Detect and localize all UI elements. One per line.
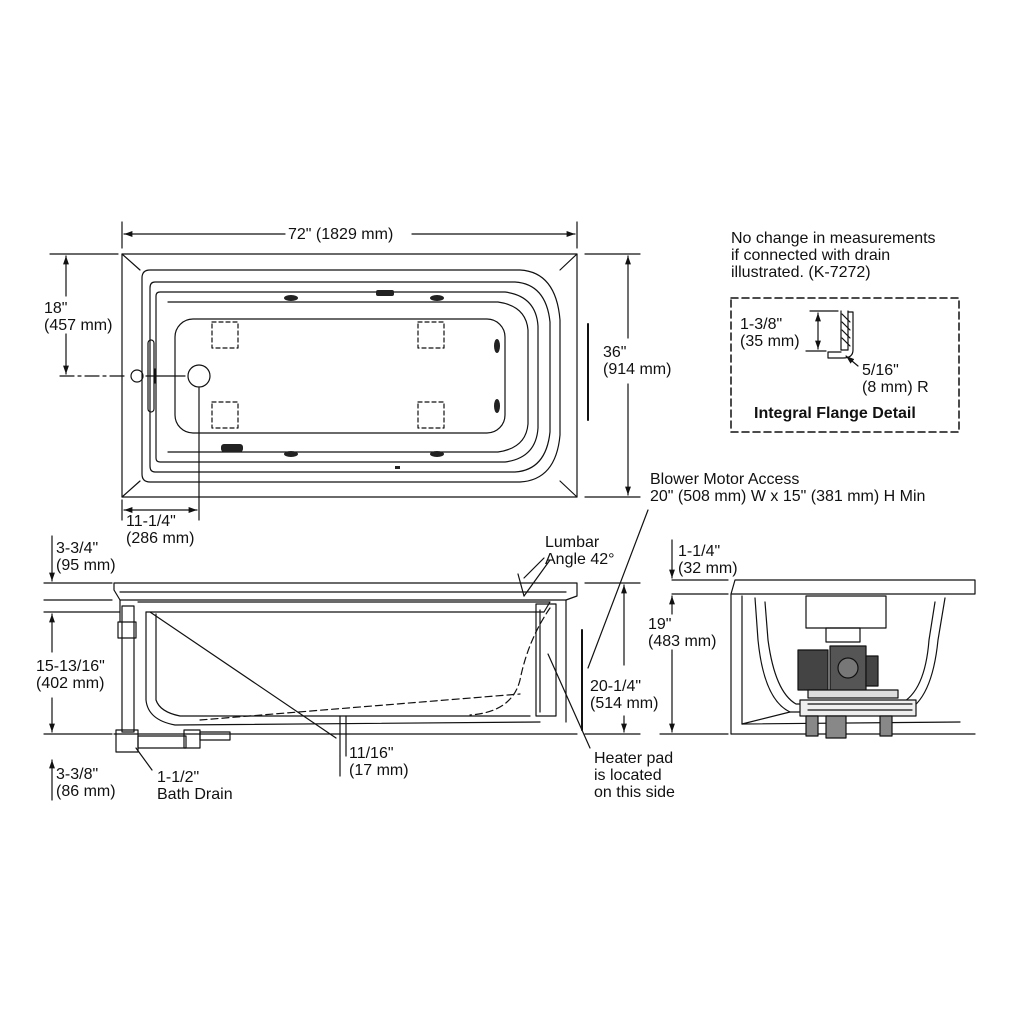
rim-height-mm: (95 mm) xyxy=(56,557,116,574)
bath-drain-title: Bath Drain xyxy=(157,786,233,803)
flange-height-mm: (35 mm) xyxy=(740,333,800,350)
floor-gap-mm: (17 mm) xyxy=(349,762,409,779)
heater-pad-label: Heater pad is located on this side xyxy=(594,750,675,801)
bath-drain-label: 1-1/2" Bath Drain xyxy=(157,769,233,803)
bath-drain-size: 1-1/2" xyxy=(157,769,200,786)
bottom-dimension-label: 3-3/8" (86 mm) xyxy=(56,766,116,800)
end-height-dimension-label: 19" (483 mm) xyxy=(648,616,716,650)
rim-height-inches: 3-3/4" xyxy=(56,540,99,557)
plan-view xyxy=(49,221,641,521)
drain-offset-inches: 11-1/4" xyxy=(126,513,176,530)
blower-motor-access-label: Blower Motor Access 20" (508 mm) W x 15"… xyxy=(650,471,925,505)
end-rim-mm: (32 mm) xyxy=(678,560,738,577)
floor-gap-inches: 11/16" xyxy=(349,745,394,762)
apron-height-mm: (514 mm) xyxy=(590,695,659,712)
flange-detail-title: Integral Flange Detail xyxy=(754,405,916,422)
flange-height-label: 1-3/8" (35 mm) xyxy=(740,316,800,350)
flange-radius-inches: 5/16" xyxy=(862,362,899,379)
note-line-2: if connected with drain xyxy=(731,247,891,264)
heater-pad-line-3: on this side xyxy=(594,784,675,801)
end-rim-inches: 1-1/4" xyxy=(678,543,721,560)
drain-height-inches: 15-13/16" xyxy=(36,658,105,675)
blower-access-size: 20" (508 mm) W x 15" (381 mm) H Min xyxy=(650,488,926,505)
width-inches: 36" xyxy=(603,344,627,361)
heater-pad-line-2: is located xyxy=(594,767,662,784)
lumbar-angle-label: Lumbar Angle 42° xyxy=(545,534,615,568)
width-mm: (914 mm) xyxy=(603,361,672,378)
width-dimension-label: 36" (914 mm) xyxy=(603,344,671,378)
drain-height-mm: (402 mm) xyxy=(36,675,105,692)
flange-radius-mm: (8 mm) R xyxy=(862,379,929,396)
lumbar-title: Lumbar xyxy=(545,534,600,551)
floor-gap-dimension-label: 11/16" (17 mm) xyxy=(349,745,409,779)
half-width-mm: (457 mm) xyxy=(44,317,113,334)
half-width-dimension-label: 18" (457 mm) xyxy=(44,300,112,334)
apron-height-dimension-label: 20-1/4" (514 mm) xyxy=(590,678,658,712)
rim-height-label: 3-3/4" (95 mm) xyxy=(56,540,116,574)
flange-radius-label: 5/16" (8 mm) R xyxy=(862,362,929,396)
heater-pad-line-1: Heater pad xyxy=(594,750,674,767)
bottom-inches: 3-3/8" xyxy=(56,766,99,783)
end-view xyxy=(659,539,976,739)
bottom-mm: (86 mm) xyxy=(56,783,116,800)
blower-leader xyxy=(587,509,649,669)
apron-height-inches: 20-1/4" xyxy=(590,678,642,695)
end-height-mm: (483 mm) xyxy=(648,633,717,650)
note-line-1: No change in measurements xyxy=(731,230,936,247)
half-width-inches: 18" xyxy=(44,300,68,317)
length-dimension-label: 72" (1829 mm) xyxy=(288,226,394,243)
flange-detail xyxy=(730,297,960,433)
drain-offset-dimension-label: 11-1/4" (286 mm) xyxy=(126,513,194,547)
measurement-note: No change in measurements if connected w… xyxy=(731,230,936,281)
flange-height-inches: 1-3/8" xyxy=(740,316,783,333)
drain-height-dimension-label: 15-13/16" (402 mm) xyxy=(36,658,105,692)
end-height-inches: 19" xyxy=(648,616,672,633)
side-view xyxy=(43,535,641,801)
end-rim-dimension-label: 1-1/4" (32 mm) xyxy=(678,543,738,577)
lumbar-angle: Angle 42° xyxy=(545,551,615,568)
note-line-3: illustrated. (K-7272) xyxy=(731,264,871,281)
drain-offset-mm: (286 mm) xyxy=(126,530,195,547)
blower-access-title: Blower Motor Access xyxy=(650,471,800,488)
